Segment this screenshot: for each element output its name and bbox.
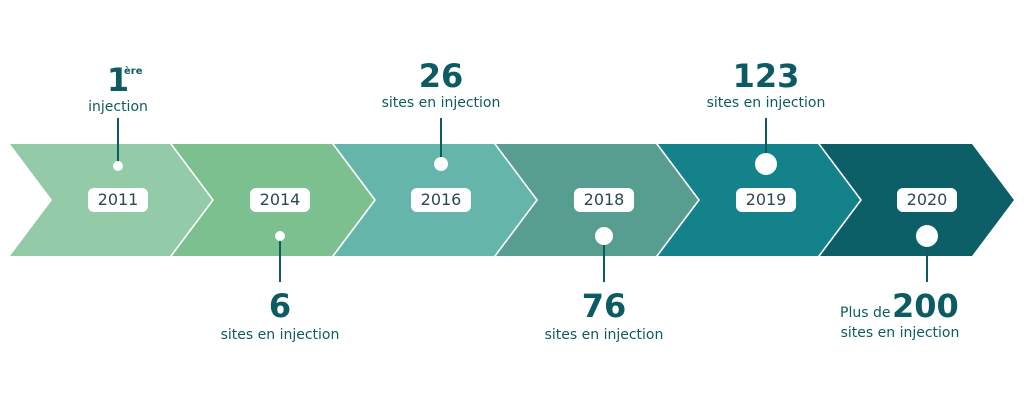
marker-dot-2018 xyxy=(595,227,613,245)
milestone-value-2014: 6 xyxy=(268,287,292,325)
milestone-label-2018: sites en injection xyxy=(544,327,664,343)
year-label-2011: 2011 xyxy=(88,188,148,212)
milestone-label-2020: sites en injection xyxy=(840,325,960,341)
year-label-2014: 2014 xyxy=(250,188,310,212)
milestone-value-2011: 1 xyxy=(106,61,130,99)
milestone-label-2011: injection xyxy=(88,99,148,115)
year-label-2018: 2018 xyxy=(574,188,634,212)
milestone-value-2019: 123 xyxy=(732,57,800,95)
marker-dot-2016 xyxy=(434,157,448,171)
milestone-value-2016: 26 xyxy=(418,57,464,95)
milestone-label-2019: sites en injection xyxy=(706,95,826,111)
milestone-prefix-2020: Plus de xyxy=(840,305,891,321)
year-label-2020: 2020 xyxy=(897,188,957,212)
marker-dot-2019 xyxy=(755,153,777,175)
year-label-2019: 2019 xyxy=(736,188,796,212)
marker-dot-2020 xyxy=(916,225,938,247)
marker-dot-2011 xyxy=(113,161,123,171)
milestone-suffix-2011: ère xyxy=(124,66,143,77)
milestone-value-2018: 76 xyxy=(581,287,627,325)
milestone-label-2014: sites en injection xyxy=(220,327,340,343)
year-label-2016: 2016 xyxy=(411,188,471,212)
milestone-value-2020: 200 xyxy=(892,287,959,325)
marker-dot-2014 xyxy=(275,231,285,241)
milestone-label-2016: sites en injection xyxy=(381,95,501,111)
